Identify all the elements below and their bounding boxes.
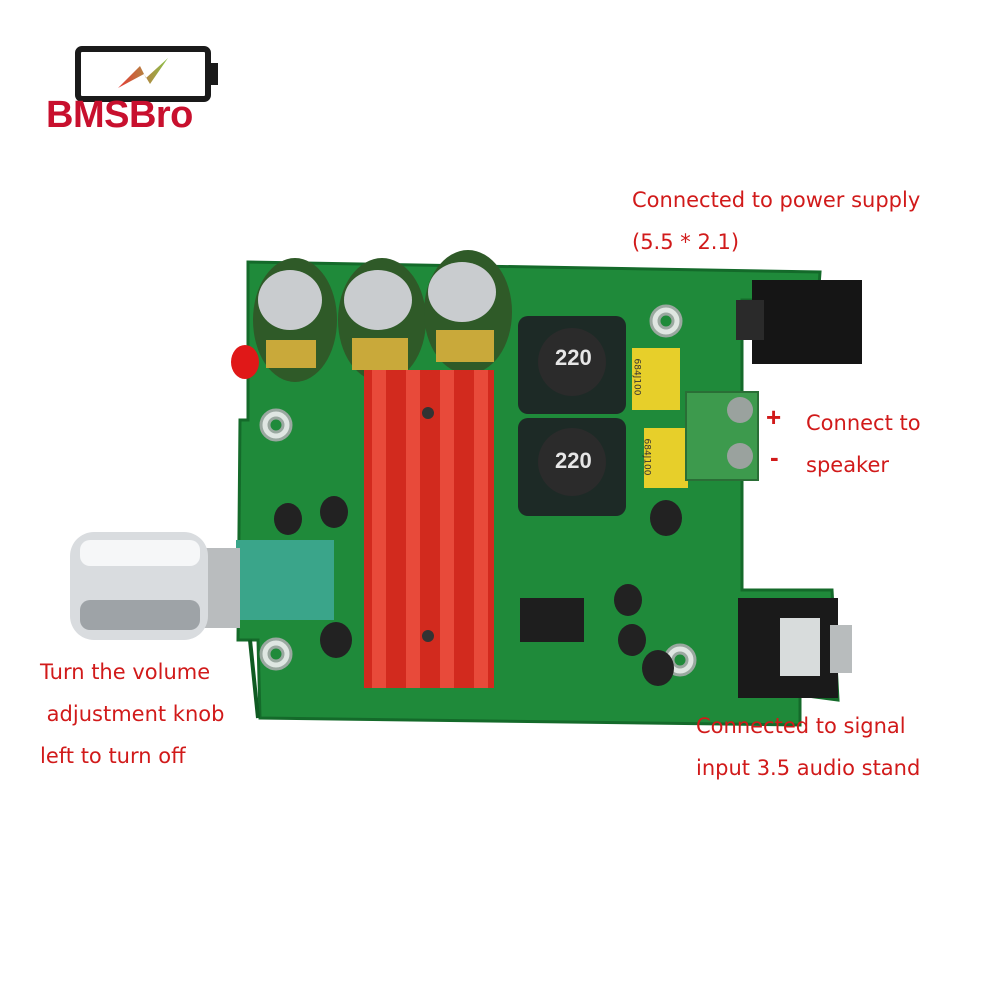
dc-power-jack — [736, 280, 862, 364]
inductor-marking-bottom: 220 — [555, 448, 592, 473]
speaker-label-line1: Connect to — [806, 411, 921, 435]
speaker-label-line2: speaker — [806, 453, 890, 477]
plus-sign: + — [766, 402, 782, 432]
volume-knob — [70, 532, 334, 640]
capacitor — [253, 258, 337, 382]
heatsink — [364, 370, 494, 688]
knob-label-line2: adjustment knob — [40, 702, 225, 726]
capacitor — [424, 250, 512, 374]
signal-label-line2: input 3.5 audio stand — [696, 756, 921, 780]
film-capacitor — [632, 348, 680, 410]
brand-name: BMSBro — [46, 94, 193, 136]
speaker-terminal — [685, 391, 759, 481]
signal-label-line1: Connected to signal — [696, 714, 906, 738]
inductor-marking-top: 220 — [555, 345, 592, 370]
power-label-line1: Connected to power supply — [632, 188, 921, 212]
film-cap-marking-top: 684J100 — [631, 358, 642, 396]
minus-sign: - — [770, 442, 779, 472]
mount-hole — [259, 304, 697, 677]
led — [231, 345, 259, 379]
film-cap-marking-bottom: 684J100 — [641, 438, 652, 476]
audio-jack — [738, 598, 852, 698]
knob-label-line1: Turn the volume — [40, 660, 211, 684]
film-capacitor — [644, 428, 688, 488]
capacitor — [338, 258, 426, 382]
ic-chip — [520, 598, 584, 642]
power-label-line2: (5.5 * 2.1) — [632, 230, 740, 254]
small-capacitor — [274, 496, 682, 686]
knob-label-line3: left to turn off — [40, 744, 186, 768]
inductor — [518, 316, 626, 414]
inductor — [518, 418, 626, 516]
